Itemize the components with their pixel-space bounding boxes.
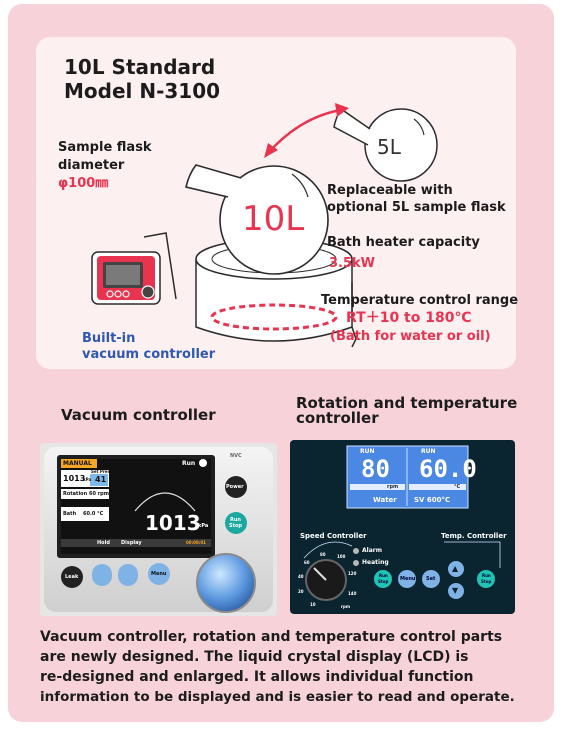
replaceable-line2: optional 5L sample flask — [327, 200, 506, 215]
vac-big-unit: kPa — [198, 523, 209, 529]
dial-tick-40: 40 — [298, 574, 304, 579]
lcd-left-value: 80 — [361, 455, 390, 483]
lcd-right-value: 60.0 — [419, 455, 477, 483]
diameter-value: φ100㎜ — [58, 176, 109, 191]
builtin-line1: Built-in — [82, 331, 136, 346]
dial-tick-120: 120 — [348, 571, 357, 576]
alarm-indicator-label: Alarm — [362, 547, 382, 554]
evaporator-illustration — [91, 103, 438, 348]
rot-down-button[interactable]: ▼ — [452, 586, 459, 595]
heating-indicator-label: Heating — [362, 559, 389, 566]
vac-rotation-label: Rotation — [63, 491, 88, 497]
vac-run-stop-button-line1[interactable]: Run — [230, 517, 241, 523]
vac-set-press-value: 41 — [95, 475, 107, 484]
large-flask-label: 10L — [242, 199, 305, 239]
vac-set-press-label: Set Press — [91, 469, 113, 474]
dial-tick-10: 10 — [310, 602, 316, 607]
dial-tick-140: 140 — [348, 591, 357, 596]
dial-tick-80: 80 — [320, 552, 326, 557]
rot-up-button[interactable]: ▲ — [452, 564, 459, 573]
model-title-line1: 10L Standard — [64, 55, 216, 79]
replaceable-line1: Replaceable with — [327, 183, 453, 198]
lcd-right-label: SV 600°C — [414, 496, 451, 504]
vac-big-reading: 1013 — [145, 511, 201, 535]
vac-brand: NVC — [230, 453, 242, 459]
rot-temp-run-stop-line1[interactable]: Run — [482, 573, 491, 578]
vac-power-button[interactable]: Power — [226, 484, 244, 490]
small-flask-label: 5L — [377, 135, 401, 159]
rot-run-stop-button-line2[interactable]: Stop — [378, 579, 389, 584]
description-line2: are newly designed. The liquid crystal d… — [40, 649, 469, 665]
rotation-section-title-line2: controller — [296, 409, 379, 427]
vac-run-stop-button-line2[interactable]: Stop — [229, 523, 243, 529]
dial-tick-20: 20 — [298, 589, 304, 594]
vac-leak-button[interactable]: Leak — [65, 574, 79, 580]
vac-rotation-value: 60 rpm — [89, 491, 109, 497]
vac-menu-button[interactable]: Menu — [151, 571, 167, 577]
builtin-line2: vacuum controller — [82, 347, 216, 362]
bath-capacity-value: 3.5kW — [329, 256, 376, 271]
flask-label: Sample flask — [58, 140, 152, 155]
rot-run-stop-button-line1[interactable]: Run — [379, 573, 388, 578]
bath-capacity-label: Bath heater capacity — [327, 235, 480, 250]
description-line3: re-designed and enlarged. It allows indi… — [40, 669, 474, 685]
vacuum-controller-photo: MANUAL Run Set Press 41 1013 kPa Rotatio… — [40, 443, 277, 616]
vac-hold-label: Hold — [97, 540, 110, 546]
temp-range-note: (Bath for water or oil) — [330, 329, 491, 344]
vac-small-unit: kPa — [83, 477, 92, 482]
rotation-controller-photo: RUN RUN 80 60.0 rpm °C Water SV 600°C Sp… — [290, 440, 515, 614]
vacuum-section-title: Vacuum controller — [61, 406, 216, 424]
vac-small-reading: 1013 — [63, 474, 86, 483]
diameter-label: diameter — [58, 158, 125, 173]
temp-range-label: Temperature control range — [321, 293, 519, 308]
dial-tick-60: 60 — [304, 560, 310, 565]
dial-unit: rpm — [341, 604, 351, 609]
vac-state: Run — [182, 460, 196, 467]
lcd-left-label: Water — [373, 496, 397, 504]
temp-range-value: RT＋10 to 180℃ — [346, 310, 472, 326]
lcd-right-status: RUN — [421, 448, 436, 455]
speed-controller-label: Speed Controller — [300, 532, 367, 540]
lcd-left-unit: rpm — [387, 484, 399, 490]
vac-bath-value: 60.0 °C — [83, 511, 104, 517]
description-line1: Vacuum controller, rotation and temperat… — [40, 629, 503, 645]
rot-set-button[interactable]: Set — [426, 576, 436, 582]
vac-display-label: Display — [121, 540, 142, 546]
lcd-right-unit: °C — [454, 484, 461, 490]
model-title-line2: Model N-3100 — [64, 79, 221, 103]
vac-bath-label: Bath — [63, 511, 77, 517]
vac-mode: MANUAL — [63, 460, 92, 467]
description-line4: information to be displayed and is easie… — [40, 689, 515, 705]
rot-menu-button[interactable]: Menu — [400, 576, 416, 582]
dial-tick-100: 100 — [337, 554, 346, 559]
rot-temp-run-stop-line2[interactable]: Stop — [481, 579, 492, 584]
temp-controller-label: Temp. Controller — [441, 532, 507, 540]
lcd-left-status: RUN — [360, 448, 375, 455]
vac-timer: 00:08:01 — [186, 540, 206, 545]
rotation-section-title-line1: Rotation and temperature — [296, 394, 518, 412]
